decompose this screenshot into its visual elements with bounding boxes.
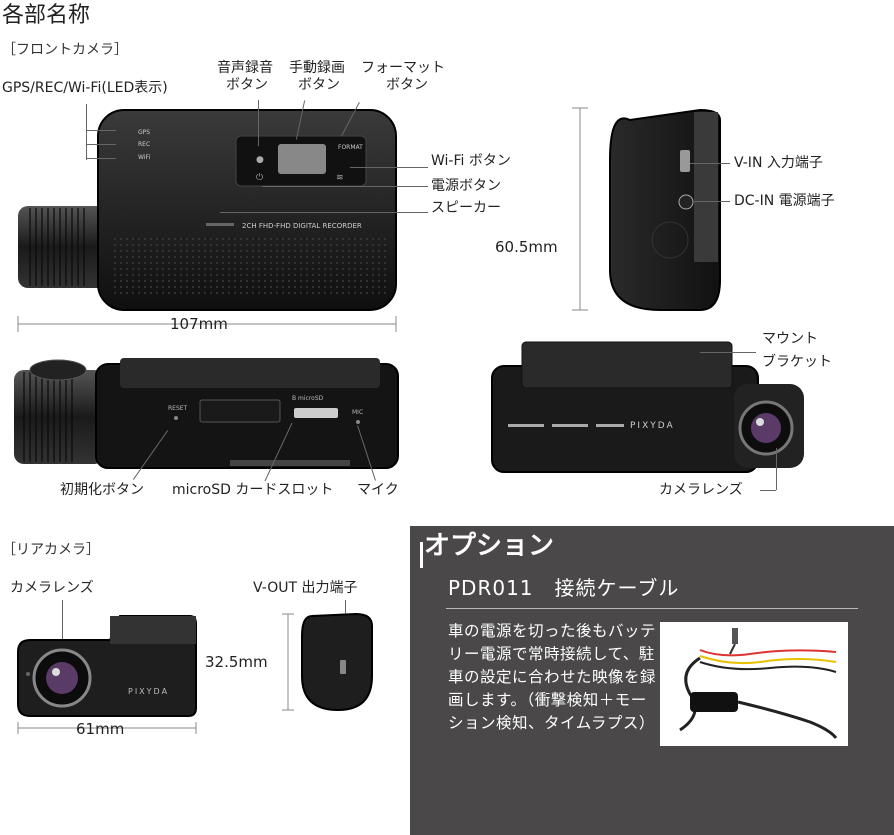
reset-button-label: 初期化ボタン [60, 482, 144, 498]
mount-bracket-label: マウント ブラケット [762, 331, 832, 370]
speaker-label: スピーカー [431, 200, 501, 216]
voice-record-button-label: 音声録音 ボタン [217, 60, 273, 93]
format-button-label: フォーマット ボタン [361, 60, 445, 93]
svg-text:MIC: MIC [352, 409, 363, 416]
front-brand-print: PIXYDA [630, 421, 675, 431]
rear-height-label: 32.5mm [205, 653, 268, 671]
led-label: GPS/REC/Wi-Fi(LED表示) [2, 80, 168, 96]
front-camera-back-view: RESET B microSD MIC [14, 358, 399, 469]
rear-brand-print: PIXYDA [128, 687, 169, 696]
front-section-label: ［フロントカメラ］ [2, 42, 128, 58]
svg-text:⏻: ⏻ [256, 172, 263, 183]
svg-text:RESET: RESET [168, 405, 188, 412]
dcin-port-label: DC-IN 電源端子 [734, 193, 835, 209]
power-button-label: 電源ボタン [431, 178, 501, 194]
front-camera-angle-view: PIXYDA [491, 341, 804, 473]
svg-text:≋: ≋ [336, 173, 344, 183]
svg-text:●: ● [256, 155, 264, 165]
svg-text:GPS: GPS [138, 129, 150, 136]
rear-camera-side-view [282, 612, 373, 712]
mic-label: マイク [357, 482, 399, 498]
svg-text:2CH FHD-FHD DIGITAL RECORDER: 2CH FHD-FHD DIGITAL RECORDER [242, 222, 362, 230]
cable-illustration [679, 628, 838, 739]
front-height-label: 60.5mm [495, 238, 558, 256]
vout-port-label: V-OUT 出力端子 [253, 580, 358, 596]
option-divider [446, 608, 858, 609]
rear-width-label: 61mm [76, 720, 125, 738]
front-width-label: 107mm [170, 315, 228, 333]
option-title: オプション [424, 531, 555, 561]
option-description: 車の電源を切った後もバッテリー電源で常時接続して、駐車の設定に合わせた映像を録画… [448, 622, 657, 732]
option-product: PDR011 接続ケーブル [448, 576, 680, 600]
front-lens-label: カメラレンズ [659, 482, 743, 498]
svg-text:REC: REC [138, 141, 150, 148]
rear-lens-label: カメラレンズ [10, 580, 94, 596]
format-print: FORMAT [338, 144, 363, 151]
front-camera-side-view [572, 107, 721, 311]
rear-camera-front-view: PIXYDA [17, 615, 197, 734]
svg-text:WiFi: WiFi [138, 154, 150, 161]
vin-port-label: V-IN 入力端子 [734, 155, 823, 171]
rear-section-label: ［リアカメラ］ [2, 542, 100, 558]
option-title-bar [420, 542, 423, 568]
option-panel: オプション PDR011 接続ケーブル 車の電源を切った後もバッテリー電源で常時… [410, 526, 894, 835]
manual-record-button-label: 手動録画 ボタン [289, 60, 345, 93]
wifi-button-label: Wi-Fi ボタン [431, 153, 511, 169]
sd-slot-label: microSD カードスロット [172, 482, 334, 498]
svg-text:B microSD: B microSD [292, 395, 324, 402]
page-title: 各部名称 [2, 3, 91, 28]
cable-image [660, 622, 848, 746]
front-camera-front-view: ● ⏻ ≋ FORMAT GPS REC WiFi 2CH FHD-FHD DI… [17, 109, 397, 332]
